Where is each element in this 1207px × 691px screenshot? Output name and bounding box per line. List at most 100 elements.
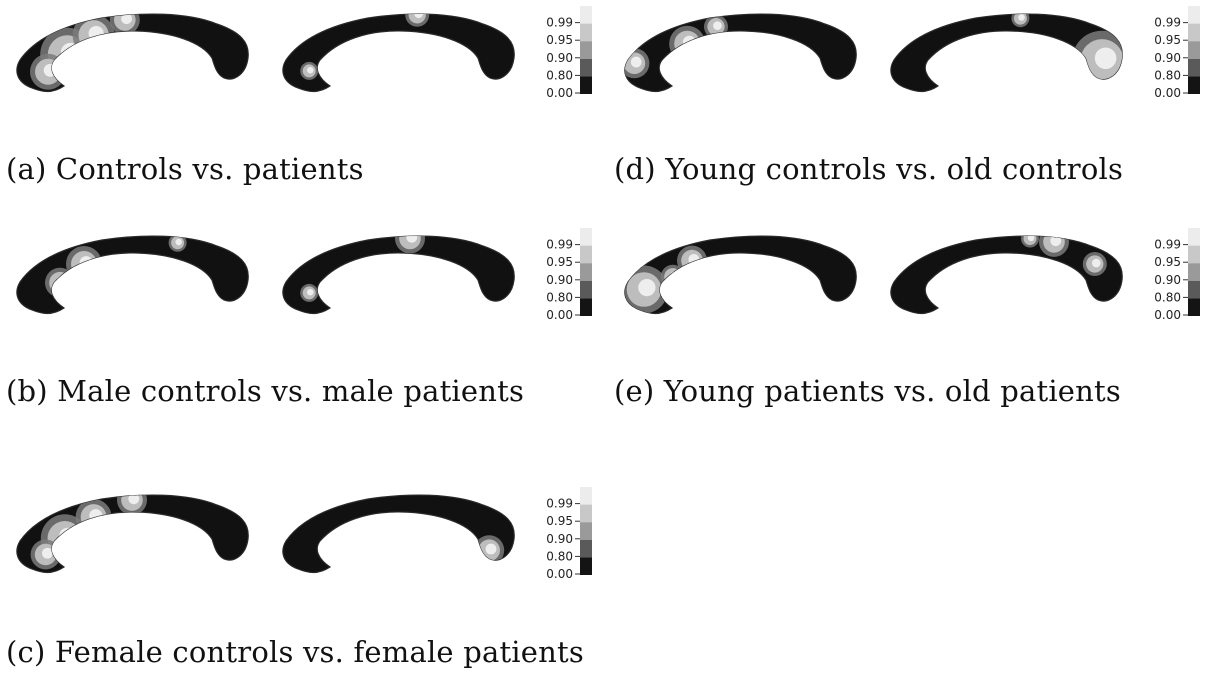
colorbar-band xyxy=(580,280,592,299)
colorbar-tick-label: 0.80 xyxy=(1154,68,1181,82)
colorbar-tick-label: 0.99 xyxy=(546,497,573,511)
colorbar-tick-label: 0.80 xyxy=(546,68,573,82)
highlight-blob-peak xyxy=(406,236,418,243)
panel-c-caption: (c) Female controls vs. female patients xyxy=(6,635,584,669)
highlight-blob-peak xyxy=(307,288,314,296)
colorbar-tick-label: 0.00 xyxy=(1154,86,1181,100)
panel-b-figure: 0.990.950.900.800.00 xyxy=(16,228,592,322)
panel-d: 0.99 0.95 0.90 0.80 0.00 (d) Young controls … xyxy=(608,0,1207,210)
highlight-blob-peak xyxy=(42,547,53,559)
colorbar-tick-label: 0.95 xyxy=(546,514,573,528)
right-callosum-map xyxy=(890,13,1123,93)
colorbar-tick-label: 0.90 xyxy=(1154,51,1181,65)
colorbar-tick-label: 0.99 xyxy=(546,16,573,30)
colorbar-tick-label: 0.95 xyxy=(546,255,573,269)
colorbar-band xyxy=(580,504,592,523)
right-callosum-map xyxy=(282,13,515,93)
colorbar-band xyxy=(580,298,592,316)
colorbar-tick-label: 0.95 xyxy=(546,33,573,47)
colorbar-tick-label: 0.95 xyxy=(1154,33,1181,47)
left-callosum-map xyxy=(16,13,249,93)
colorbar-tick-label: 0.00 xyxy=(546,567,573,581)
colorbar-tick-label: 0.80 xyxy=(546,290,573,304)
highlight-blob-peak xyxy=(1091,258,1101,268)
colorbar: 0.99 0.95 0.90 0.80 0.00 xyxy=(546,487,592,581)
colorbar-band xyxy=(580,522,592,540)
colorbar: 0.99 0.95 0.90 0.80 0.00 xyxy=(1154,6,1200,100)
colorbar-band xyxy=(1188,76,1200,94)
highlight-blob-peak xyxy=(1094,47,1117,70)
colorbar-tick-label: 0.90 xyxy=(546,532,573,546)
colorbar-tick-label: 0.99 xyxy=(546,238,573,252)
right-callosum-map xyxy=(282,494,515,574)
left-callosum-map xyxy=(16,235,249,315)
highlight-blob-core xyxy=(47,521,83,556)
right-callosum-map xyxy=(282,235,515,315)
colorbar-tick-label: 0.90 xyxy=(1154,273,1181,287)
colorbar-band xyxy=(580,557,592,575)
panel-e-figure: 0.990.950.900.800.00 xyxy=(624,228,1200,322)
colorbar-band xyxy=(580,76,592,94)
left-callosum-map xyxy=(624,13,857,93)
panel-e-caption: (e) Young patients vs. old patients xyxy=(614,374,1121,408)
highlight-blob-peak xyxy=(88,25,104,42)
colorbar: 0.990.950.900.800.00 xyxy=(546,228,592,322)
colorbar-band xyxy=(1188,228,1200,246)
colorbar: 0.990.950.900.800.00 xyxy=(1154,228,1200,322)
colorbar-band xyxy=(580,41,592,59)
colorbar-tick-label: 0.99 xyxy=(1154,16,1181,30)
highlight-blob-peak xyxy=(414,14,423,19)
highlight-blob-peak xyxy=(713,21,722,31)
highlight-blob-core xyxy=(664,268,682,286)
highlight-blob-peak xyxy=(1027,236,1035,242)
colorbar-band xyxy=(1188,23,1200,42)
colorbar-band xyxy=(580,263,592,281)
colorbar-band xyxy=(1188,263,1200,281)
highlight-blob-peak xyxy=(630,56,642,68)
colorbar-band xyxy=(1188,41,1200,59)
colorbar-band xyxy=(580,228,592,246)
highlight-blob-peak xyxy=(485,543,497,555)
highlight-blob-peak xyxy=(688,254,700,265)
colorbar-band xyxy=(580,245,592,264)
colorbar: 0.990.950.900.800.00 xyxy=(546,6,592,100)
colorbar-tick-label: 0.90 xyxy=(546,273,573,287)
highlight-blob-peak xyxy=(121,14,132,25)
colorbar-band xyxy=(580,487,592,505)
highlight-blob-core xyxy=(71,251,97,277)
colorbar-tick-label: 0.80 xyxy=(1154,290,1181,304)
colorbar-tick-label: 0.90 xyxy=(546,51,573,65)
highlight-blob-core xyxy=(674,30,701,57)
highlight-blob-peak xyxy=(1018,14,1025,21)
colorbar-band xyxy=(1188,58,1200,77)
colorbar-band xyxy=(580,58,592,77)
colorbar-band xyxy=(1188,6,1200,24)
panel-d-figure: 0.99 0.95 0.90 0.80 0.00 xyxy=(624,6,1200,100)
highlight-blob-core xyxy=(49,271,71,294)
colorbar-tick-label: 0.99 xyxy=(1154,238,1181,252)
highlight-blob-peak xyxy=(59,527,77,546)
colorbar-band xyxy=(1188,298,1200,316)
panel-a-caption: (a) Controls vs. patients xyxy=(6,152,364,186)
colorbar-band xyxy=(580,6,592,24)
panel-c-figure: 0.99 0.95 0.90 0.80 0.00 xyxy=(16,487,592,581)
colorbar-tick-label: 0.00 xyxy=(1154,308,1181,322)
highlight-blob-peak xyxy=(60,42,81,63)
highlight-blob-peak xyxy=(307,66,314,74)
colorbar-band xyxy=(1188,245,1200,264)
colorbar-band xyxy=(580,539,592,558)
panel-b-caption: (b) Male controls vs. male patients xyxy=(6,374,525,408)
highlight-blob-peak xyxy=(128,495,140,505)
left-callosum-map xyxy=(16,494,249,574)
left-callosum-map xyxy=(624,235,857,315)
highlight-blob-peak xyxy=(682,35,696,49)
colorbar-band xyxy=(580,23,592,42)
highlight-blob-peak xyxy=(56,276,68,287)
highlight-blob-peak xyxy=(638,278,656,297)
panel-d-caption: (d) Young controls vs. old controls xyxy=(614,152,1124,186)
highlight-blob-peak xyxy=(669,271,679,281)
colorbar-tick-label: 0.80 xyxy=(546,549,573,563)
